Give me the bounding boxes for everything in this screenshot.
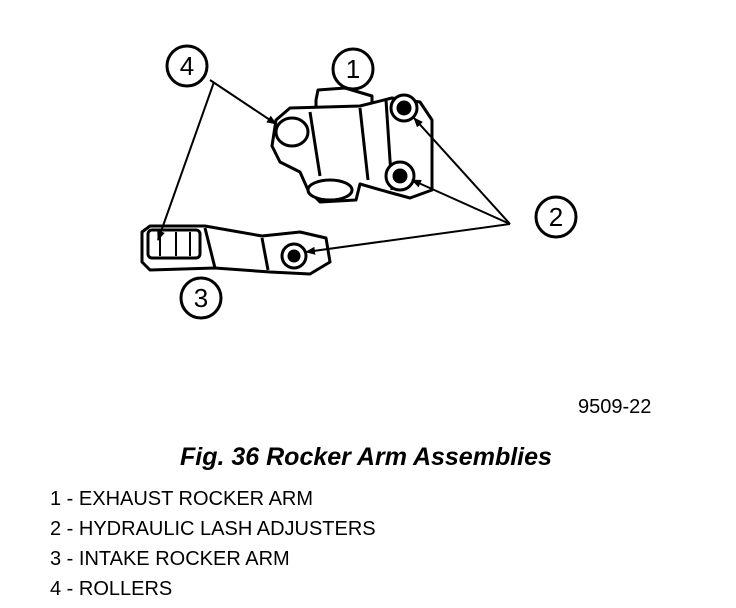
legend-item-4: 4 - ROLLERS bbox=[50, 578, 173, 600]
legend-item-2: 2 - HYDRAULIC LASH ADJUSTERS bbox=[50, 518, 376, 540]
legend-item-3: 3 - INTAKE ROCKER ARM bbox=[50, 548, 290, 570]
leader-2-to-upper-adjuster bbox=[413, 117, 511, 225]
figure-number: 9509-22 bbox=[578, 396, 652, 418]
intake-rocker-arm bbox=[140, 224, 332, 276]
callout-2-label: 2 bbox=[549, 202, 563, 232]
callout-4: 4 bbox=[165, 44, 209, 88]
leader-4-to-intake-roller bbox=[157, 81, 215, 241]
callout-2: 2 bbox=[534, 195, 578, 239]
leader-2-to-intake-adjuster bbox=[305, 223, 511, 255]
rocker-arm-diagram: 1 4 2 3 bbox=[140, 44, 578, 320]
callout-4-label: 4 bbox=[180, 51, 194, 81]
callout-3-label: 3 bbox=[194, 283, 208, 313]
legend-item-1: 1 - EXHAUST ROCKER ARM bbox=[50, 488, 314, 510]
leader-2-to-lower-adjuster bbox=[411, 179, 511, 225]
leader-4-to-exhaust-roller bbox=[209, 79, 277, 125]
callout-3: 3 bbox=[179, 276, 223, 320]
exhaust-rocker-arm bbox=[270, 86, 434, 204]
figure-caption: Fig. 36 Rocker Arm Assemblies bbox=[180, 443, 552, 471]
callout-1: 1 bbox=[331, 47, 375, 91]
leader-lines bbox=[157, 79, 511, 255]
legend: 1 - EXHAUST ROCKER ARM 2 - HYDRAULIC LAS… bbox=[50, 484, 376, 604]
callout-1-label: 1 bbox=[346, 54, 360, 84]
